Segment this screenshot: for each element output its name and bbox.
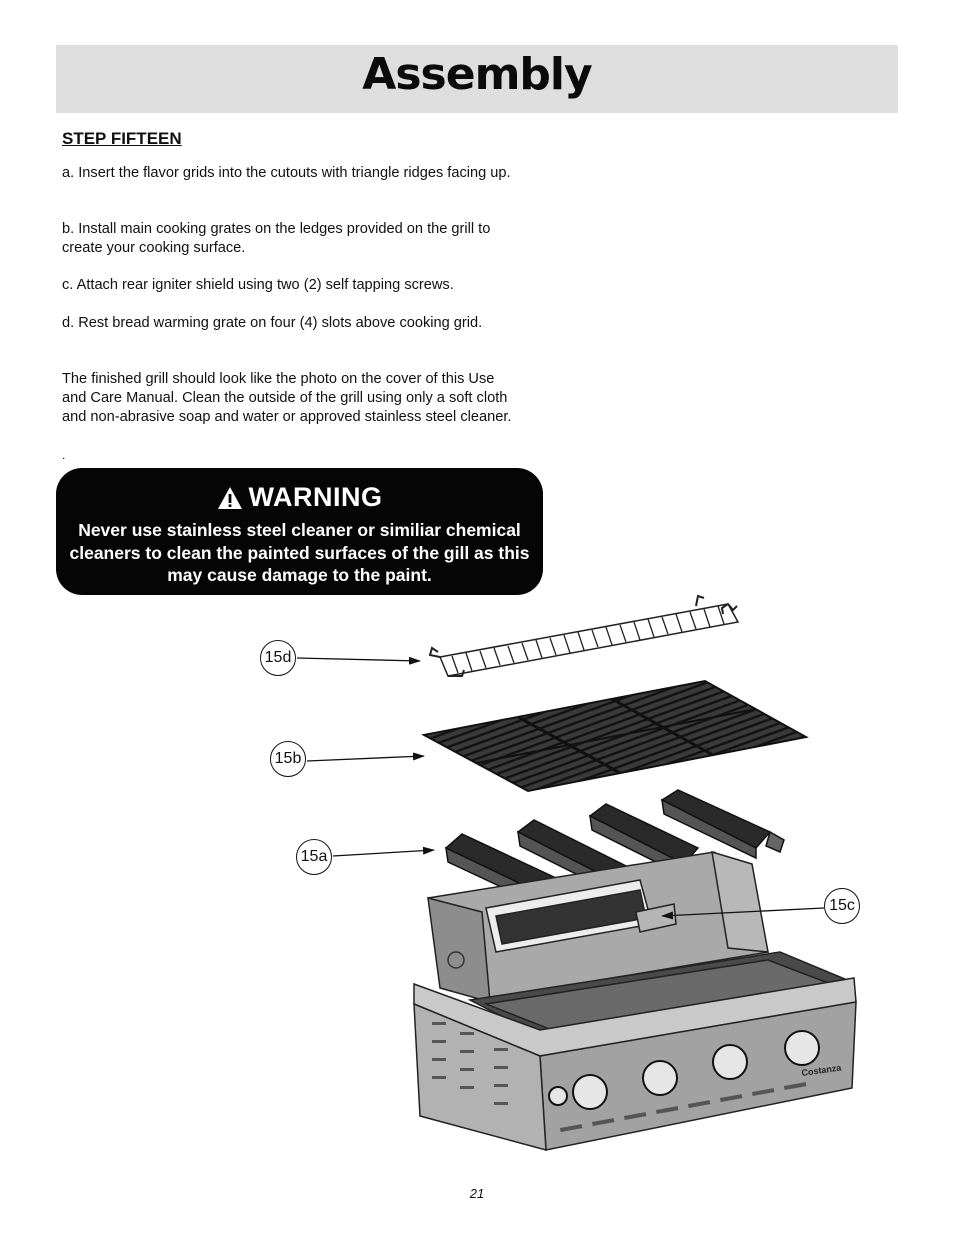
leader-15d xyxy=(296,656,421,665)
instruction-c: c. Attach rear igniter shield using two … xyxy=(62,277,454,293)
warning-heading: WARNING xyxy=(56,482,543,513)
callout-15a: 15a xyxy=(296,839,332,875)
page-title: Assembly xyxy=(362,49,592,100)
leader-15a xyxy=(332,846,435,857)
step-title: STEP FIFTEEN xyxy=(62,129,182,148)
warning-triangle-icon xyxy=(217,486,242,509)
stray-dot: . xyxy=(62,448,66,462)
cooking-grates xyxy=(421,679,809,793)
callout-15b: 15b xyxy=(270,741,306,777)
callout-15d: 15d xyxy=(260,640,296,676)
warning-box: WARNING Never use stainless steel cleane… xyxy=(56,468,543,595)
leader-15b xyxy=(306,752,425,762)
finish-note: The finished grill should look like the … xyxy=(62,371,512,425)
page-number: 21 xyxy=(469,1186,485,1201)
warming-rack xyxy=(428,594,740,677)
header-band: Assembly xyxy=(56,45,898,113)
warning-text: Never use stainless steel cleaner or sim… xyxy=(69,520,530,585)
warning-heading-text: WARNING xyxy=(248,482,383,512)
leader-15c xyxy=(661,907,825,920)
instruction-d: d. Rest bread warming grate on four (4) … xyxy=(62,315,483,331)
instruction-a: a. Insert the flavor grids into the cuto… xyxy=(62,165,511,181)
instruction-b: b. Install main cooking grates on the le… xyxy=(62,221,491,256)
grill-body xyxy=(413,850,857,1151)
callout-15c: 15c xyxy=(824,888,860,924)
